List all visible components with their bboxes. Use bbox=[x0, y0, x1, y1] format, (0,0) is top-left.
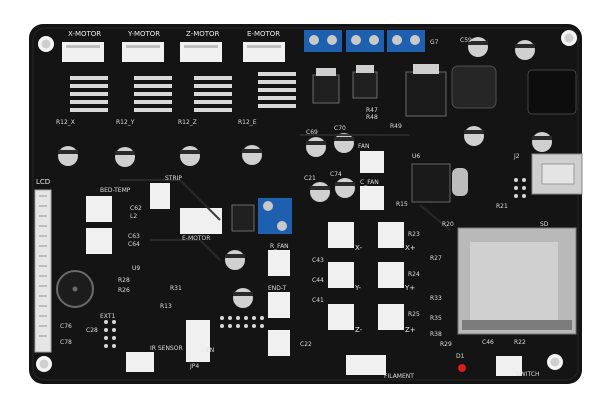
label-e-motor-small: E-MOTOR bbox=[182, 235, 210, 242]
label-c62: C62 bbox=[130, 205, 142, 212]
mosfets bbox=[231, 64, 447, 232]
capacitors bbox=[58, 37, 552, 308]
label-switch: SWITCH bbox=[516, 371, 540, 378]
label-c64: C64 bbox=[128, 241, 140, 248]
label-r47: R47 bbox=[366, 107, 378, 114]
label-ir-sensor: IR SENSOR bbox=[150, 345, 183, 352]
label-r28: R28 bbox=[118, 277, 130, 284]
label-end-t: END-T bbox=[268, 285, 287, 292]
inductor bbox=[451, 65, 497, 109]
label-r26: R26 bbox=[118, 287, 130, 294]
label-r49: R49 bbox=[390, 123, 402, 130]
label-c78: C78 bbox=[60, 339, 72, 346]
label-r12y: R12_Y bbox=[116, 119, 135, 126]
label-x-motor: X-MOTOR bbox=[68, 30, 101, 38]
label-z-minus: Z- bbox=[355, 326, 363, 334]
label-r21: R21 bbox=[496, 203, 508, 210]
label-r31: R31 bbox=[170, 285, 182, 292]
label-x-plus: X+ bbox=[405, 244, 416, 252]
label-c69: C69 bbox=[306, 129, 318, 136]
label-r22: R22 bbox=[514, 339, 526, 346]
silkscreen-labels: X-MOTOR Y-MOTOR Z-MOTOR E-MOTOR LCD BED-… bbox=[36, 30, 549, 380]
label-r12z: R12_Z bbox=[178, 119, 197, 126]
label-r-fan: R_FAN bbox=[270, 243, 289, 250]
label-r29: R29 bbox=[440, 341, 452, 348]
label-y-motor: Y-MOTOR bbox=[127, 30, 160, 38]
label-r48: R48 bbox=[366, 114, 378, 121]
stepper-heatsinks bbox=[70, 72, 296, 112]
label-r15: R15 bbox=[396, 201, 408, 208]
label-d1: D1 bbox=[456, 353, 465, 360]
label-r12e: R12_E bbox=[238, 119, 257, 126]
label-lcd: LCD bbox=[36, 178, 50, 186]
label-c63: C63 bbox=[128, 233, 140, 240]
label-c21: C21 bbox=[304, 175, 316, 182]
label-r27: R27 bbox=[430, 255, 442, 262]
label-c74: C74 bbox=[330, 171, 342, 178]
label-r12x: R12_X bbox=[56, 119, 75, 126]
label-c41: C41 bbox=[312, 297, 324, 304]
label-z-motor: Z-MOTOR bbox=[186, 30, 220, 38]
label-c44: C44 bbox=[312, 277, 324, 284]
label-ext1: EXT1 bbox=[100, 313, 115, 320]
label-g7: G7 bbox=[430, 39, 439, 46]
power-jack bbox=[527, 69, 577, 115]
label-x-minus: X- bbox=[355, 244, 362, 252]
label-u9: U9 bbox=[132, 265, 140, 272]
label-r35: R35 bbox=[430, 315, 442, 322]
label-fan: FAN bbox=[358, 143, 370, 150]
label-r24: R24 bbox=[408, 271, 420, 278]
label-r38: R38 bbox=[430, 331, 442, 338]
label-sd: SD bbox=[540, 221, 549, 228]
label-r23: R23 bbox=[408, 231, 420, 238]
label-r20: R20 bbox=[442, 221, 454, 228]
label-j2: J2 bbox=[513, 153, 520, 160]
label-u6: U6 bbox=[412, 153, 420, 160]
label-c28: C28 bbox=[86, 327, 98, 334]
label-jp4: JP4 bbox=[189, 363, 199, 370]
label-c59: C59 bbox=[460, 37, 472, 44]
label-filament: FILAMENT bbox=[384, 373, 414, 380]
label-r33: R33 bbox=[430, 295, 442, 302]
label-y-minus: Y- bbox=[354, 284, 361, 292]
lcd-connector bbox=[34, 189, 52, 353]
label-c76: C76 bbox=[60, 323, 72, 330]
label-z-plus: Z+ bbox=[405, 326, 416, 334]
label-bed-temp: BED-TEMP bbox=[100, 187, 131, 194]
label-c22: C22 bbox=[300, 341, 312, 348]
label-y-plus: Y+ bbox=[404, 284, 415, 292]
small-connectors bbox=[86, 151, 522, 376]
label-strip: STRIP bbox=[165, 175, 182, 182]
label-l2: L2 bbox=[130, 213, 137, 220]
label-r13: R13 bbox=[160, 303, 172, 310]
label-e-motor: E-MOTOR bbox=[247, 30, 280, 38]
pin-headers bbox=[104, 178, 526, 348]
crystal bbox=[452, 168, 468, 196]
label-c43: C43 bbox=[312, 257, 324, 264]
label-c70: C70 bbox=[334, 125, 346, 132]
traces bbox=[120, 134, 451, 261]
label-r25: R25 bbox=[408, 311, 420, 318]
label-c46: C46 bbox=[482, 339, 494, 346]
label-en: EN bbox=[206, 347, 214, 354]
status-led bbox=[458, 364, 466, 372]
mcu-chip bbox=[411, 163, 451, 203]
mounting-holes bbox=[36, 30, 577, 372]
label-c-fan: C_FAN bbox=[360, 179, 379, 186]
power-terminals bbox=[258, 30, 425, 234]
